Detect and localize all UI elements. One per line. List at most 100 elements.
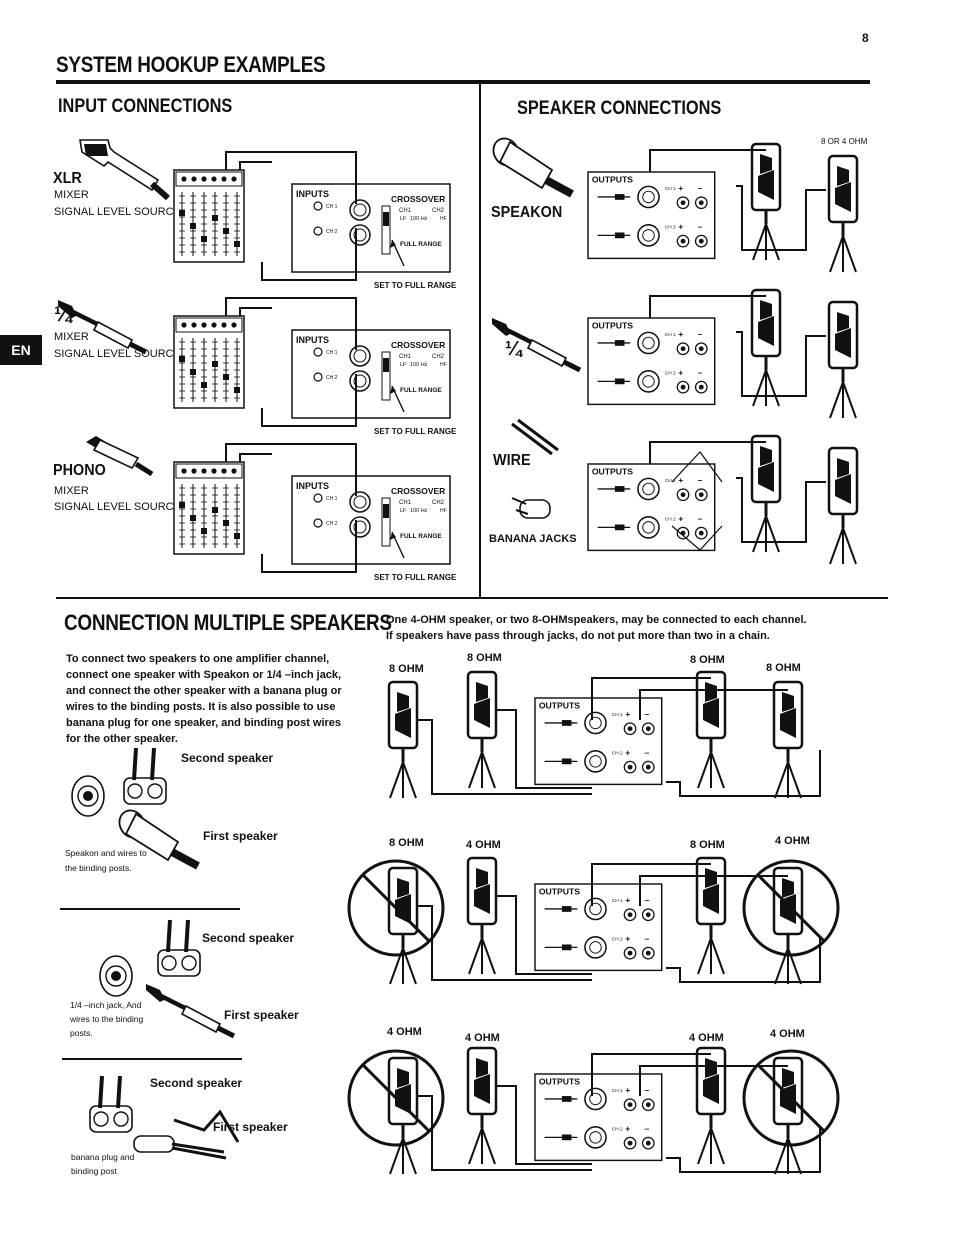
post-center <box>645 912 651 918</box>
tripod-leg <box>402 761 417 799</box>
mixer-label: MIXER <box>54 485 89 497</box>
woofer <box>835 328 851 358</box>
tweeter <box>837 458 849 478</box>
mixer-label: MIXER <box>54 189 89 201</box>
tripod-leg <box>752 515 767 553</box>
binding-post-pair <box>89 1075 133 1133</box>
fader-cap <box>223 374 229 380</box>
tripod-leg <box>481 751 496 789</box>
tripod-leg <box>710 751 725 789</box>
prohibit-circle <box>742 859 840 957</box>
speaker-on-stand <box>466 856 498 975</box>
wire-strand <box>511 418 559 456</box>
speakon-body <box>498 140 554 190</box>
tripod-leg <box>842 235 857 273</box>
post-center <box>627 764 633 770</box>
panel-channel-label: CH 1 <box>665 186 676 192</box>
speakon-plug-icon <box>118 809 200 870</box>
woofer <box>395 1084 411 1114</box>
section-divider <box>56 597 888 599</box>
panel-hz-label: 100 Hz <box>410 362 428 368</box>
plug-mark <box>561 1134 572 1141</box>
cable-line <box>666 1126 821 1173</box>
tweeter <box>476 1058 488 1078</box>
plug-mark <box>561 1096 572 1102</box>
tweeter <box>760 154 772 174</box>
banana-jacks-label: BANANA JACKS <box>489 533 577 545</box>
prohibit-circle <box>347 859 445 957</box>
jack-small <box>313 518 323 528</box>
plug-mark <box>561 944 572 951</box>
tweeter <box>705 1058 717 1078</box>
banana-body <box>133 1135 175 1153</box>
post <box>113 1111 129 1127</box>
post-center <box>627 950 633 956</box>
speaker-connections-heading: SPEAKER CONNECTIONS <box>517 98 722 119</box>
tripod-leg <box>829 381 844 419</box>
speaker-on-stand <box>750 142 782 261</box>
panel-channel-label: CH 2 <box>665 225 676 231</box>
plug-mark <box>561 906 572 912</box>
fader-cap <box>179 356 185 362</box>
panel-channel-label: CH 1 <box>612 712 623 718</box>
panel-hf-label: HF <box>440 216 447 222</box>
speaker-type-label: ¼ <box>505 338 522 360</box>
cable-line <box>417 719 592 795</box>
panel-channel-label: CH 2 <box>326 229 338 235</box>
switch-knob <box>383 212 389 226</box>
knob <box>181 176 187 182</box>
xlr-inner <box>353 349 367 363</box>
impedance-label: 4 OHM <box>387 1026 422 1038</box>
panel-ch1-label: CH1 <box>399 354 412 360</box>
woofer <box>474 884 490 914</box>
plug-mark <box>614 194 625 200</box>
impedance-label: 4 OHM <box>465 1032 500 1044</box>
prohibited-sign <box>347 1049 445 1147</box>
fader-cap <box>212 361 218 367</box>
speakon-inner <box>642 482 655 496</box>
speaker-type-label: WIRE <box>493 452 531 469</box>
tripod-leg <box>765 515 780 553</box>
wire-up <box>150 747 156 781</box>
tweeter <box>705 682 717 702</box>
speakon-inner <box>642 229 655 242</box>
rca-body <box>92 438 140 470</box>
prohibited-sign <box>742 859 840 957</box>
speaker-on-stand <box>695 670 727 789</box>
post-center <box>680 384 686 390</box>
minus-mark: – <box>644 895 649 905</box>
second-speaker-label: Second speaker <box>150 1076 243 1090</box>
plug-mark <box>561 720 572 726</box>
impedance-label: 8 OHM <box>389 663 424 675</box>
woofer <box>758 170 774 200</box>
mixer <box>173 461 245 555</box>
plus-mark: + <box>678 329 683 339</box>
signal-source-label: SIGNAL LEVEL SOURCE <box>54 206 181 218</box>
woofer <box>703 884 719 914</box>
minus-mark: – <box>644 1124 649 1134</box>
tripod-leg <box>481 937 496 975</box>
panel-outputs-label: OUTPUTS <box>592 321 633 331</box>
panel-crossover-label: CROSSOVER <box>391 194 445 204</box>
pointer-arrow <box>390 532 396 540</box>
post <box>147 783 163 799</box>
knob <box>201 322 207 328</box>
panel-outputs-label: OUTPUTS <box>539 701 580 711</box>
plus-mark: + <box>678 514 683 524</box>
post-center <box>645 726 651 732</box>
minus-mark: – <box>644 1085 649 1095</box>
xlr-inner <box>353 203 367 217</box>
knob <box>231 322 237 328</box>
speakon-socket-icon <box>71 775 105 817</box>
cable-line <box>649 441 766 464</box>
post <box>127 783 143 799</box>
tweeter <box>782 1068 794 1088</box>
knob <box>221 176 227 182</box>
post-center <box>698 384 704 390</box>
post-center <box>698 346 704 352</box>
tripod-leg <box>697 751 712 789</box>
